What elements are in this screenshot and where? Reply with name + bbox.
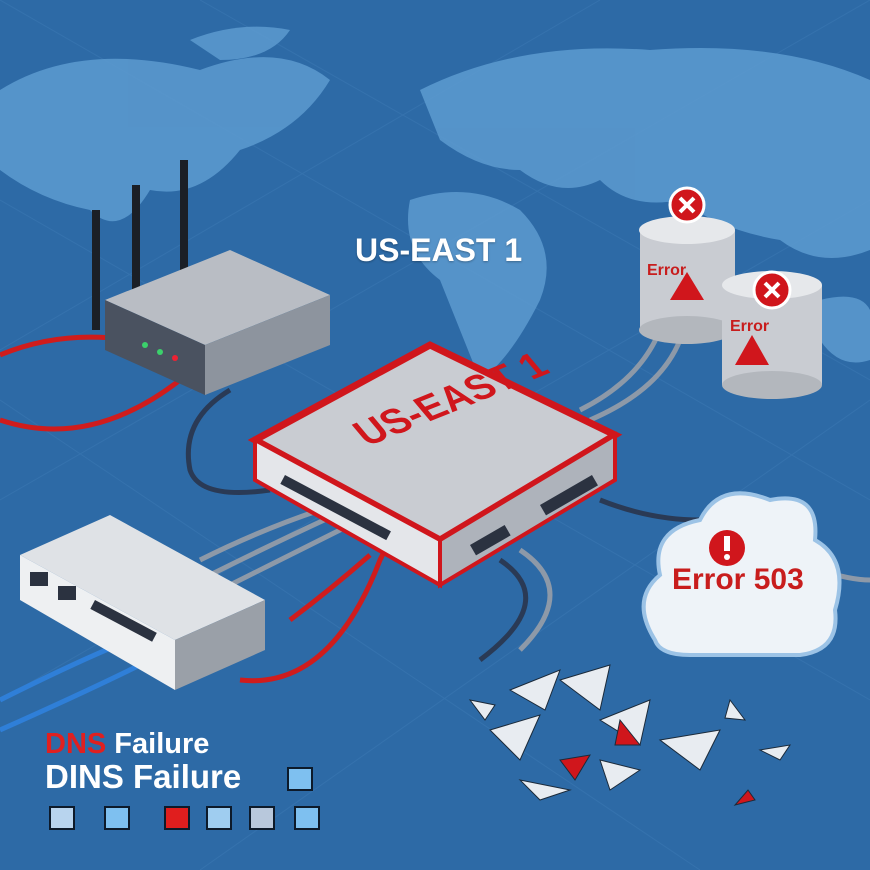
database-server [639,186,735,344]
database-server [722,270,822,399]
us-east-1-hub [247,341,623,589]
failure-text: Failure [106,728,210,760]
wifi-router [92,160,330,395]
data-blocks [49,767,320,830]
server-error-label: Error [730,318,770,335]
world-map [0,26,870,380]
dns-red-text: DNS [45,728,107,760]
dns-failure-heading: DNS Failure [45,728,209,761]
region-title: US-EAST 1 [355,232,523,268]
cloud [641,491,842,657]
network-switch [20,515,265,690]
server-error-label: Error [647,262,687,279]
cloud-error-label: Error 503 [672,563,804,596]
dns-failure-subheading: DINS Failure [45,758,242,795]
broken-shards [468,664,792,806]
